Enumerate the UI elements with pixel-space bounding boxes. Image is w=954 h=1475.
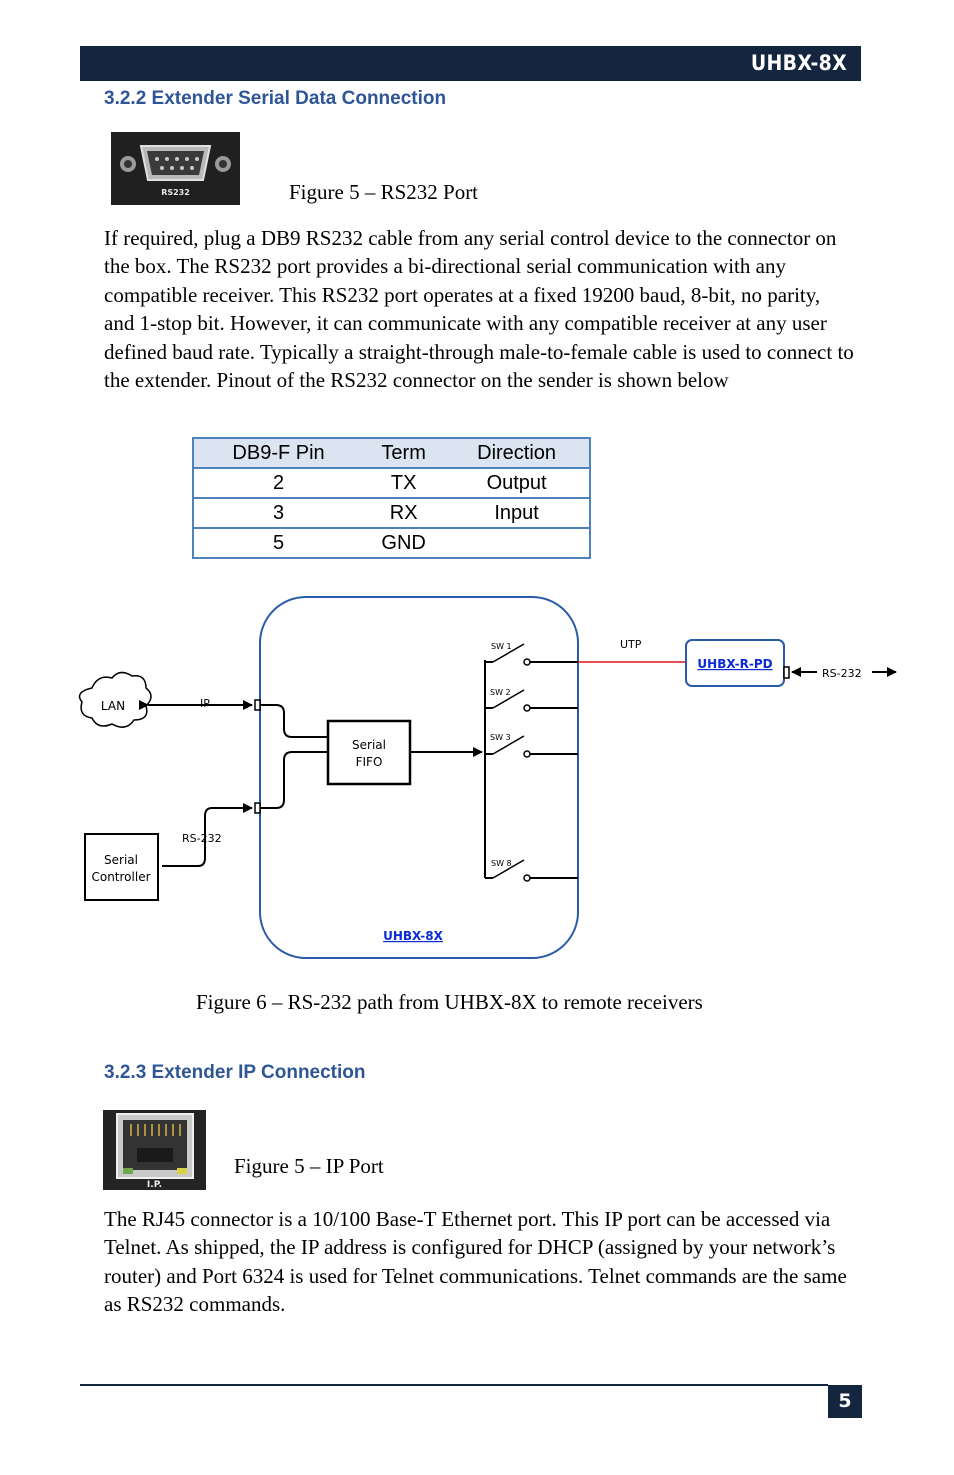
footer-line: [80, 1384, 828, 1386]
receiver-rs232-port-icon: [783, 666, 790, 679]
serial-controller-box: [84, 833, 159, 901]
sw8-label: SW 8: [491, 859, 512, 868]
rs232-left-label: RS-232: [182, 832, 222, 845]
sw2-label: SW 2: [490, 688, 511, 697]
header-bar: UHBX-8X: [80, 46, 861, 81]
section-heading-ip: 3.2.3 Extender IP Connection: [104, 1062, 366, 1083]
fifo-label-2: FIFO: [356, 755, 383, 769]
sw3-label: SW 3: [490, 733, 511, 742]
rs232-right-label: RS-232: [822, 667, 862, 680]
table-cell: GND: [363, 527, 445, 559]
fifo-label-1: Serial: [352, 738, 386, 752]
header-title: UHBX-8X: [750, 51, 847, 75]
serial-paragraph-text: If required, plug a DB9 RS232 cable from…: [104, 226, 854, 393]
rs232-path-diagram: UHBX-8X LAN IP Serial Controller RS-232 …: [78, 596, 897, 959]
db9-connector-icon: RS232: [111, 132, 240, 205]
sw1-label: SW 1: [491, 642, 512, 651]
switch-sw3: SW 3: [485, 733, 578, 758]
table-cell: Output: [444, 467, 591, 499]
pinout-table: DB9-F Pin Term Direction 2 TX Output 3 R…: [191, 437, 591, 559]
figure5-rs232-caption: Figure 5 – RS232 Port: [289, 180, 479, 204]
ip-paragraph: The RJ45 connector is a 10/100 Base-T Et…: [104, 1205, 854, 1319]
receiver-box: [685, 639, 785, 687]
serial-paragraph: If required, plug a DB9 RS232 cable from…: [104, 224, 854, 394]
rj45-connector-icon: I.P.: [103, 1110, 206, 1190]
controller-label-1: Serial: [104, 853, 138, 867]
table-cell: [444, 527, 591, 559]
uhbx-8x-device-box: [259, 596, 579, 959]
utp-label: UTP: [620, 638, 642, 651]
table-cell: Input: [444, 497, 591, 529]
table-header-term: Term: [363, 437, 445, 469]
table-row: 5 GND: [191, 527, 591, 559]
lan-cloud-icon: [78, 671, 152, 728]
controller-label-2: Controller: [91, 870, 150, 884]
figure5-ip-caption: Figure 5 – IP Port: [234, 1154, 384, 1178]
serial-fifo-box: [326, 719, 412, 786]
ip-label: IP: [200, 697, 210, 710]
rs232-photo-label: RS232: [161, 188, 190, 197]
switch-sw8: SW 8: [485, 859, 578, 882]
table-cell: 5: [191, 527, 364, 559]
figure6-caption: Figure 6 – RS-232 path from UHBX-8X to r…: [196, 990, 703, 1014]
page-number: 5: [828, 1385, 862, 1418]
ip-paragraph-text: The RJ45 connector is a 10/100 Base-T Et…: [104, 1207, 847, 1317]
rs232-port-icon: [254, 802, 261, 814]
section-heading-serial: 3.2.2 Extender Serial Data Connection: [104, 88, 447, 109]
table-cell: 3: [191, 497, 364, 529]
table-header-row: DB9-F Pin Term Direction: [191, 437, 591, 469]
switch-sw1: SW 1: [485, 642, 578, 666]
ip-photo-label: I.P.: [147, 1180, 162, 1190]
table-cell: TX: [363, 467, 445, 499]
table-cell: RX: [363, 497, 445, 529]
table-header-direction: Direction: [444, 437, 591, 469]
receiver-label: UHBX-R-PD: [697, 657, 772, 671]
rs232-port-photo: RS232: [111, 132, 240, 205]
table-cell: 2: [191, 467, 364, 499]
lan-label: LAN: [101, 699, 125, 713]
table-header-pin: DB9-F Pin: [191, 437, 364, 469]
ip-port-icon: [254, 699, 261, 711]
table-row: 2 TX Output: [191, 467, 591, 499]
device-label: UHBX-8X: [383, 929, 444, 943]
table-row: 3 RX Input: [191, 497, 591, 529]
switch-sw2: SW 2: [485, 688, 578, 712]
ip-port-photo: I.P.: [103, 1110, 206, 1190]
